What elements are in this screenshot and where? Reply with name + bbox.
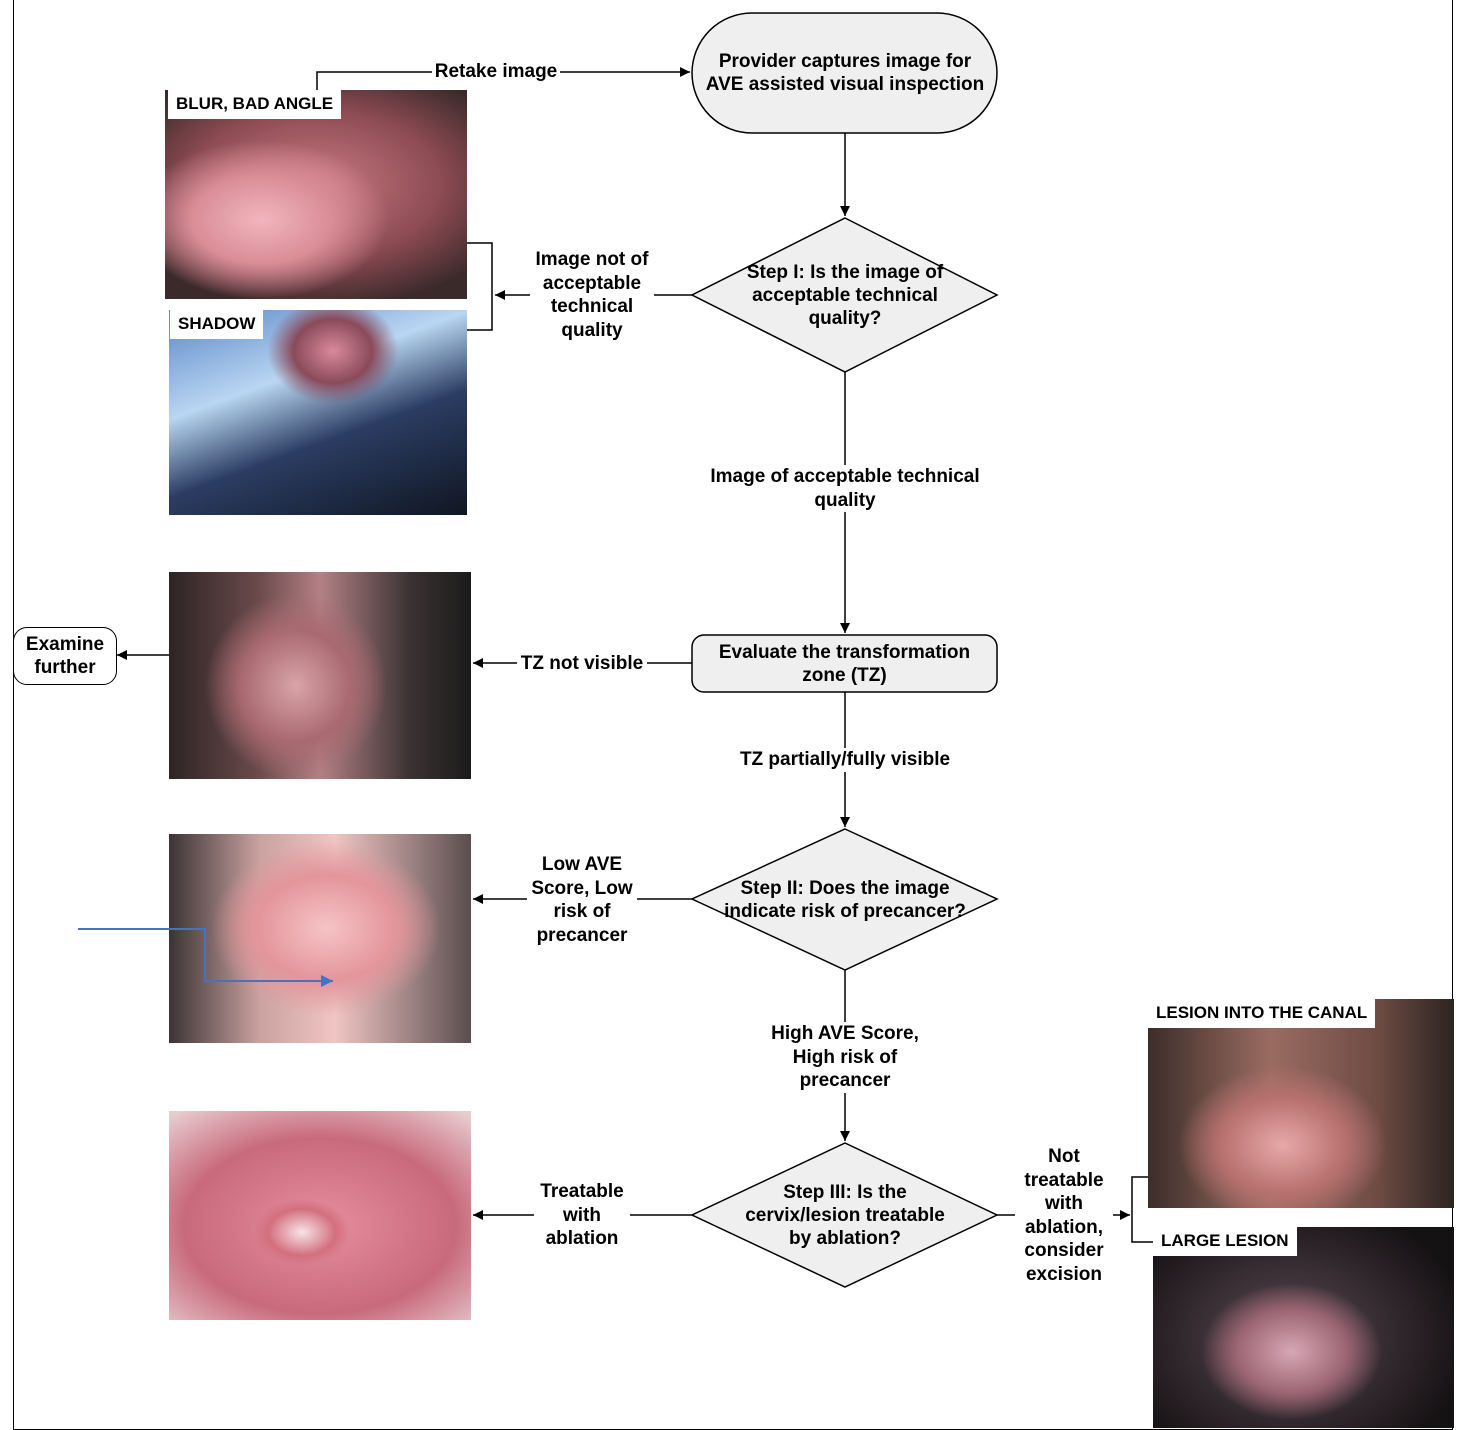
annotation-arrow <box>78 929 333 981</box>
bracket-bad-images <box>467 243 492 330</box>
step2-node-text: Step II: Does the image indicate risk of… <box>717 860 973 940</box>
label-treatable: Treatable with ablation <box>534 1180 630 1251</box>
label-not-treatable: Not treatable with ablation, consider ex… <box>1015 1145 1113 1286</box>
evaluate-tz-text: Evaluate the transformation zone (TZ) <box>702 638 987 690</box>
label-tz-not-visible: TZ not visible <box>517 652 647 676</box>
bracket-excision-images <box>1132 1177 1153 1242</box>
step1-node-text: Step I: Is the image of acceptable techn… <box>715 255 975 335</box>
examine-further-box: Examine further <box>13 627 117 685</box>
label-high-risk: High AVE Score, High risk of precancer <box>760 1022 930 1093</box>
label-tz-visible: TZ partially/fully visible <box>734 748 956 772</box>
label-acceptable: Image of acceptable technical quality <box>700 465 990 512</box>
label-not-acceptable: Image not of acceptable technical qualit… <box>530 248 654 342</box>
label-low-risk: Low AVE Score, Low risk of precancer <box>527 853 637 947</box>
label-retake-image: Retake image <box>432 60 560 84</box>
start-node-text: Provider captures image for AVE assisted… <box>700 28 990 118</box>
step3-node-text: Step III: Is the cervix/lesion treatable… <box>745 1165 945 1265</box>
